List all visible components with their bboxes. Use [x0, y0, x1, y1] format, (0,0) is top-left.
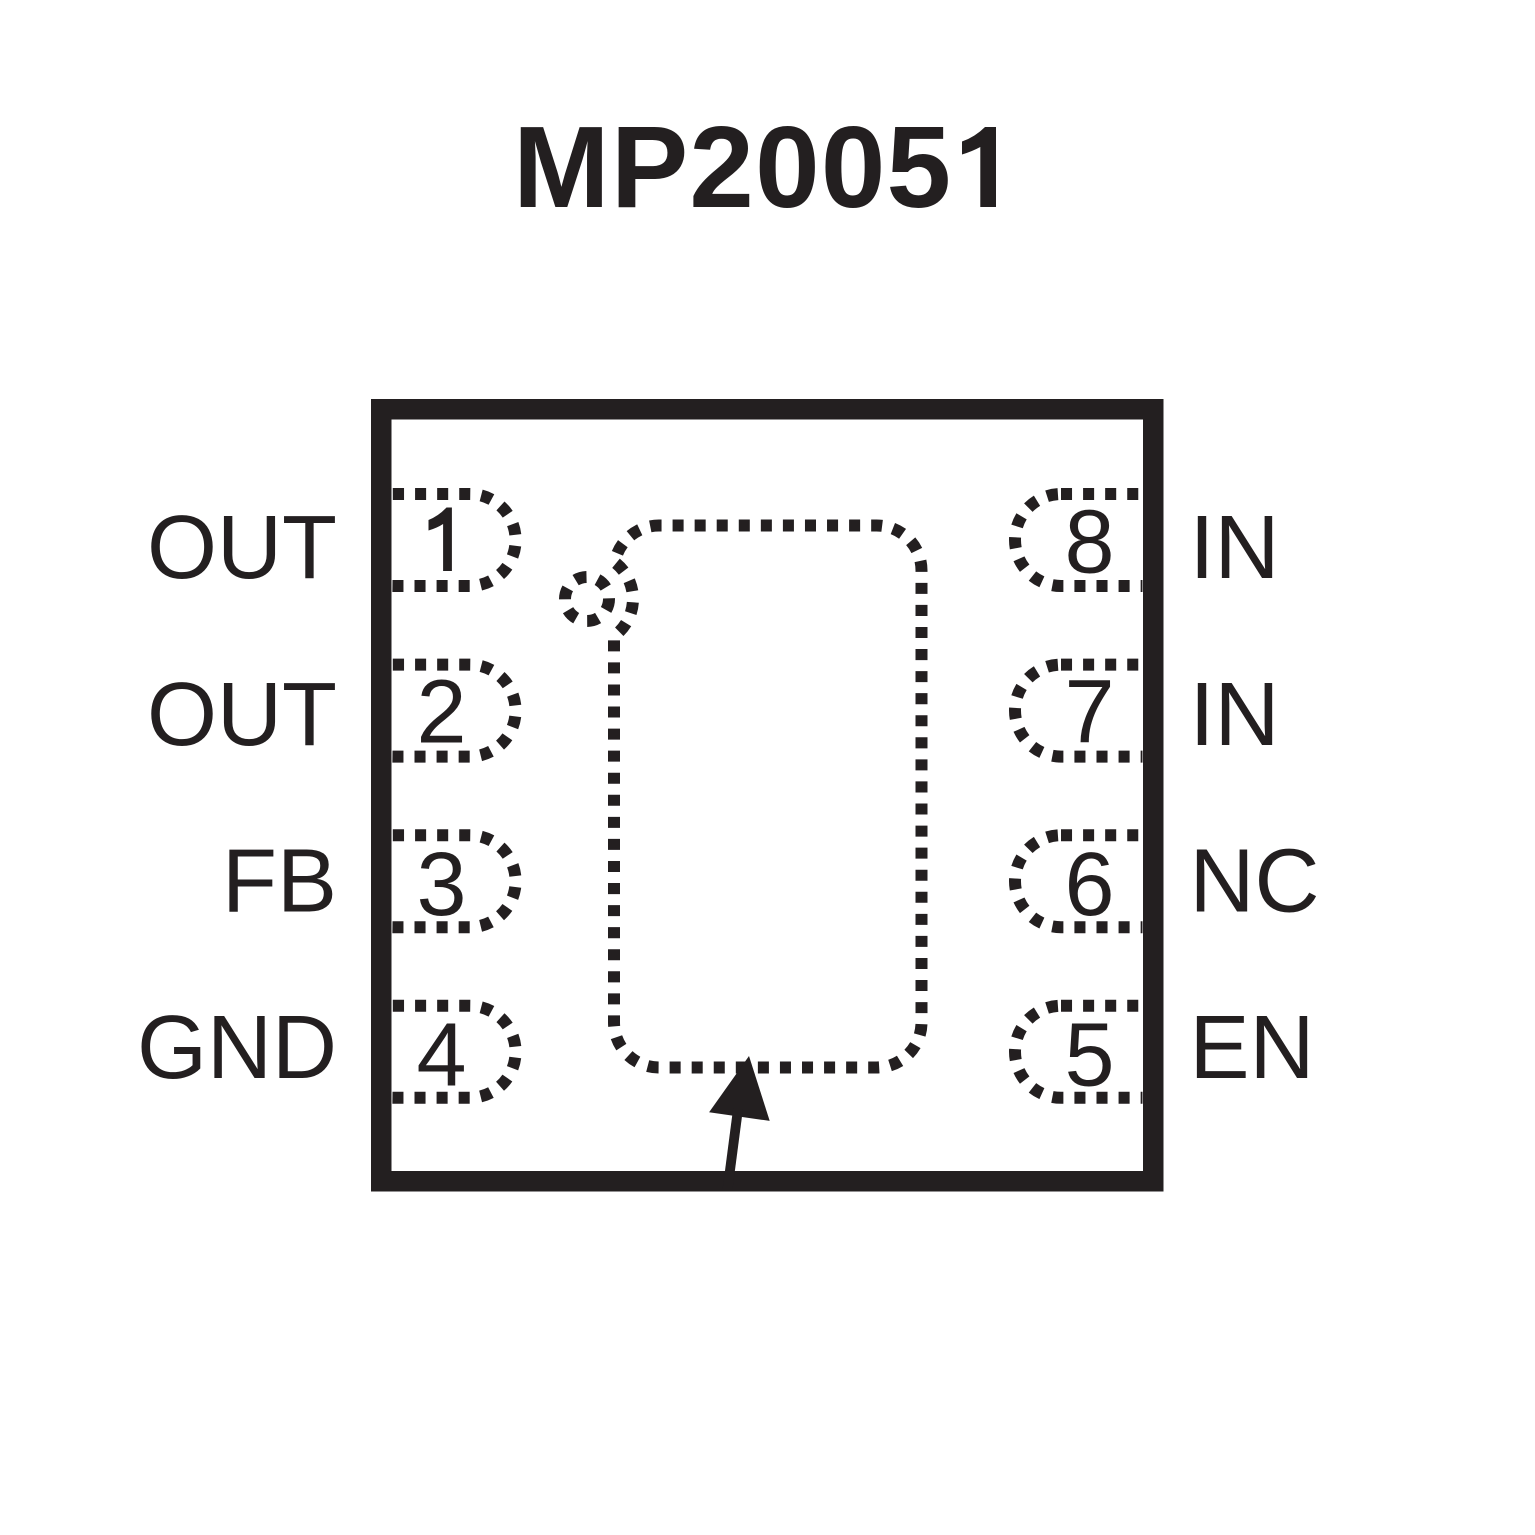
- svg-text:6: 6: [1064, 835, 1114, 935]
- svg-text:IN: IN: [1190, 665, 1280, 765]
- svg-text:MP2005: MP2005: [513, 102, 952, 232]
- svg-text:5: 5: [1064, 1006, 1114, 1106]
- svg-text:8: 8: [1064, 493, 1114, 593]
- svg-text:OUT: OUT: [147, 498, 337, 598]
- svg-text:FB: FB: [222, 832, 337, 932]
- svg-text:GND: GND: [137, 998, 337, 1098]
- svg-text:2: 2: [416, 663, 466, 763]
- svg-text:4: 4: [416, 1006, 466, 1106]
- svg-text:3: 3: [416, 835, 466, 935]
- svg-text:EN: EN: [1190, 998, 1315, 1098]
- svg-text:NC: NC: [1190, 832, 1320, 932]
- svg-text:IN: IN: [1190, 498, 1280, 598]
- svg-text:OUT: OUT: [147, 665, 337, 765]
- svg-text:7: 7: [1064, 663, 1114, 763]
